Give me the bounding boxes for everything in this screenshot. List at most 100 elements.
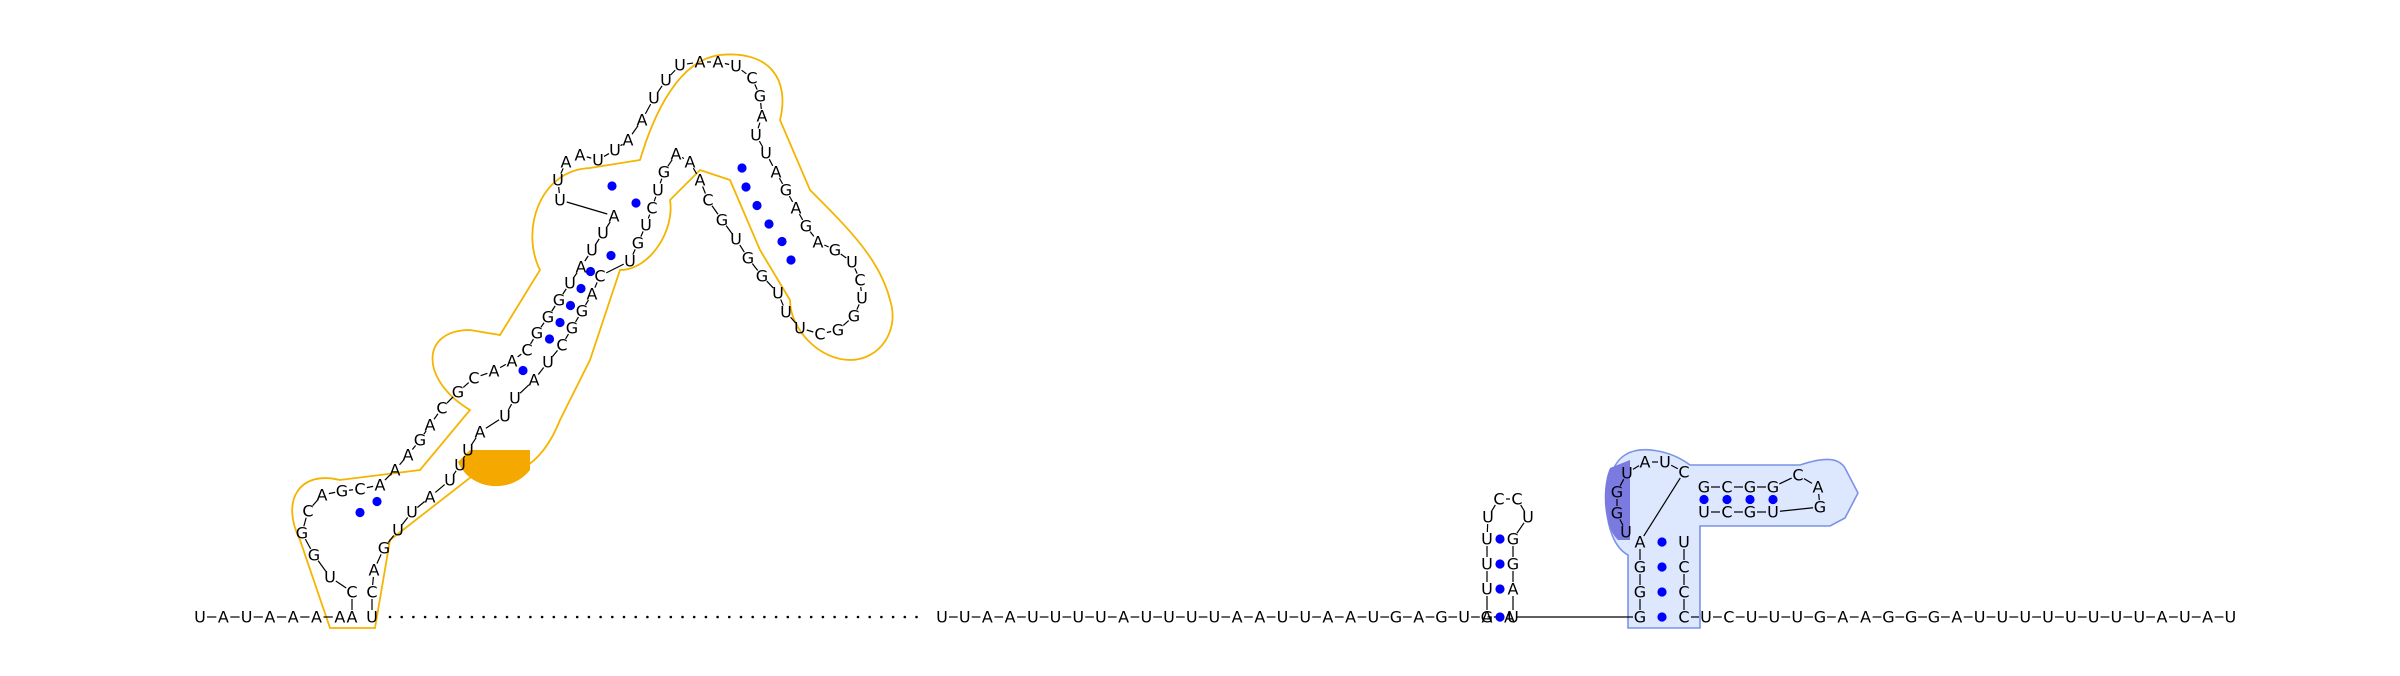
base-pair-dot <box>631 198 641 208</box>
domain1-nucleotide: U <box>760 144 772 163</box>
domain2-loop-nucleotide: A <box>1640 453 1651 472</box>
backbone-bond <box>1779 507 1814 512</box>
backbone-bond <box>540 322 545 328</box>
linker-nucleotide: U <box>1050 608 1062 627</box>
backbone-bond <box>798 213 804 221</box>
gap-dot <box>728 615 731 619</box>
domain2-stem-nucleotide: C <box>1721 478 1732 497</box>
backbone-bond <box>303 517 307 527</box>
domain1-nucleotide: U <box>780 303 792 322</box>
base-pair-dot <box>372 496 382 507</box>
backbone-bond <box>507 403 513 411</box>
backbone-bond <box>423 430 427 435</box>
domain2-stem-nucleotide: C <box>1678 608 1689 627</box>
domain1-nucleotide: G <box>553 291 565 310</box>
domain1-nucleotide: U <box>554 191 566 210</box>
tail-3prime-nucleotide: U <box>2179 608 2191 627</box>
backbone-bond <box>758 140 764 148</box>
domain1-nucleotide: U <box>592 151 604 170</box>
domain1-nucleotide: A <box>425 416 436 435</box>
tail-3prime-nucleotide: G <box>1928 608 1940 627</box>
base-pair-dot <box>585 266 596 277</box>
base-pair-dot <box>355 507 365 518</box>
domain1-nucleotide: A <box>813 233 824 252</box>
gap-dot <box>856 615 860 619</box>
domain1-nucleotide: U <box>794 319 806 338</box>
backbone-bond <box>485 419 500 429</box>
domain1-nucleotide: U <box>509 389 521 408</box>
domain1-nucleotide: U <box>856 289 868 308</box>
linker-nucleotide: U <box>1095 608 1107 627</box>
linker-nucleotide: U <box>1277 608 1289 627</box>
gap-dot <box>517 615 520 619</box>
linker-nucleotide: U <box>1458 608 1470 627</box>
backbone-bond <box>840 253 847 259</box>
backbone-bond <box>551 305 556 312</box>
gap-dot <box>447 615 450 619</box>
backbone-bond <box>585 299 589 306</box>
base-pair-dot <box>1657 562 1667 572</box>
backbone-bond <box>1643 477 1681 537</box>
domain1-nucleotide: G <box>716 211 728 230</box>
domain1-nucleotide: A <box>623 131 634 150</box>
domain2-stem-nucleotide: G <box>1744 503 1756 522</box>
backbone-bond <box>657 85 663 93</box>
gap-dot <box>891 615 895 619</box>
domain1-nucleotide: G <box>566 319 578 338</box>
gap-dot <box>646 615 649 619</box>
backbone-bond <box>854 268 858 274</box>
tail-3prime-nucleotide: U <box>1791 608 1803 627</box>
domain2-loop-nucleotide: A <box>1813 478 1824 497</box>
backbone-bond <box>768 158 774 167</box>
base-pair-dot <box>1699 494 1709 505</box>
domain2-loop-nucleotide: U <box>1659 453 1671 472</box>
domain1-nucleotide: C <box>556 336 567 355</box>
domain1-nucleotide: G <box>414 431 426 450</box>
backbone-bond <box>842 320 850 326</box>
domain1-nucleotide: G <box>531 324 543 343</box>
linker-nucleotide: U <box>1209 608 1221 627</box>
tail-3prime-nucleotide: U <box>2088 608 2100 627</box>
backbone-bond <box>1619 519 1624 526</box>
domain1-nucleotide: C <box>521 341 532 360</box>
domain1-nucleotide: A <box>375 476 386 495</box>
linker-nucleotide: A <box>1322 608 1333 627</box>
tail-3prime-nucleotide: C <box>1723 608 1734 627</box>
backbone-bond <box>606 221 611 228</box>
domain1-nucleotide: G <box>756 267 768 286</box>
domain1-nucleotide: A <box>369 561 380 580</box>
domain1-nucleotide: A <box>695 53 706 72</box>
tail-3prime-nucleotide: U <box>2065 608 2077 627</box>
domain1-nucleotide: A <box>757 107 768 126</box>
domain2-loop-nucleotide: C <box>1678 463 1689 482</box>
domain1-nucleotide: A <box>713 53 724 72</box>
linker-nucleotide: A <box>1345 608 1356 627</box>
gap-dot <box>669 615 673 619</box>
domain1-nucleotide: C <box>468 369 479 388</box>
domain1-nucleotide: G <box>780 181 792 200</box>
base-pair-dot <box>752 200 762 211</box>
base-pair-dot <box>1745 494 1755 505</box>
backbone-bond <box>1818 493 1820 501</box>
backbone-bond <box>595 238 600 245</box>
domain2-loop-nucleotide: G <box>1611 483 1623 502</box>
domain1-nucleotide: A <box>507 352 518 371</box>
backbone-bond <box>519 384 530 394</box>
domain1-nucleotide: G <box>800 217 812 236</box>
backbone-bond <box>741 69 747 75</box>
base-pair-dot <box>544 334 555 344</box>
hairpin-loop-nucleotide: U <box>1522 508 1534 527</box>
domain1-nucleotide: U <box>648 89 660 108</box>
domain1-nucleotide: C <box>746 69 757 88</box>
domain2-loop-nucleotide: G <box>1814 498 1826 517</box>
domain1-nucleotide: G <box>848 307 860 326</box>
tail-3prime-nucleotide: U <box>1769 608 1781 627</box>
domain1-nucleotide: U <box>444 471 456 490</box>
gap-dot <box>739 615 743 619</box>
base-pair-dot <box>1495 559 1505 569</box>
linker-nucleotide: A <box>1005 608 1016 627</box>
domain1-nucleotide: U <box>730 230 742 249</box>
gap-dot <box>622 615 626 619</box>
domain1-nucleotide: G <box>378 539 390 558</box>
